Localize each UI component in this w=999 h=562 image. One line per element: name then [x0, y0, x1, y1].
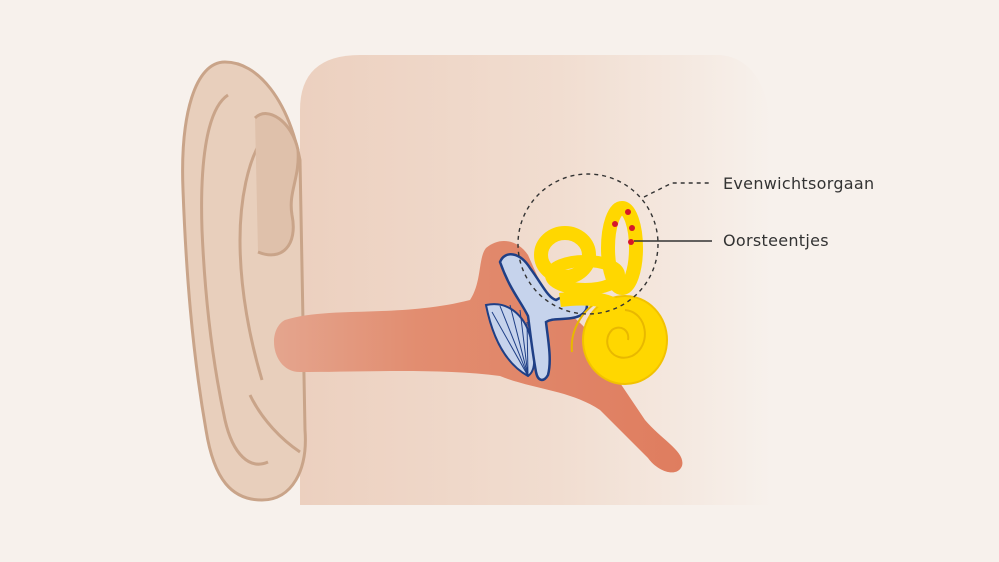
otoliths-label: Oorsteentjes [723, 231, 829, 250]
balance-organ-leader [643, 182, 712, 198]
balance-organ-highlight [517, 173, 659, 315]
otolith-dots [612, 209, 635, 245]
balance-organ-label: Evenwichtsorgaan [723, 174, 875, 193]
outer-ear-lobe-fold [248, 394, 301, 454]
outer-ear-concha [253, 112, 300, 257]
semicircular-canals [534, 201, 643, 315]
cochlea [570, 295, 668, 385]
outer-ear-helix [200, 93, 269, 466]
ear-canal [273, 240, 683, 473]
eardrum-lines [491, 304, 529, 377]
ossicles [498, 253, 589, 382]
outer-ear-antihelix [238, 139, 264, 381]
